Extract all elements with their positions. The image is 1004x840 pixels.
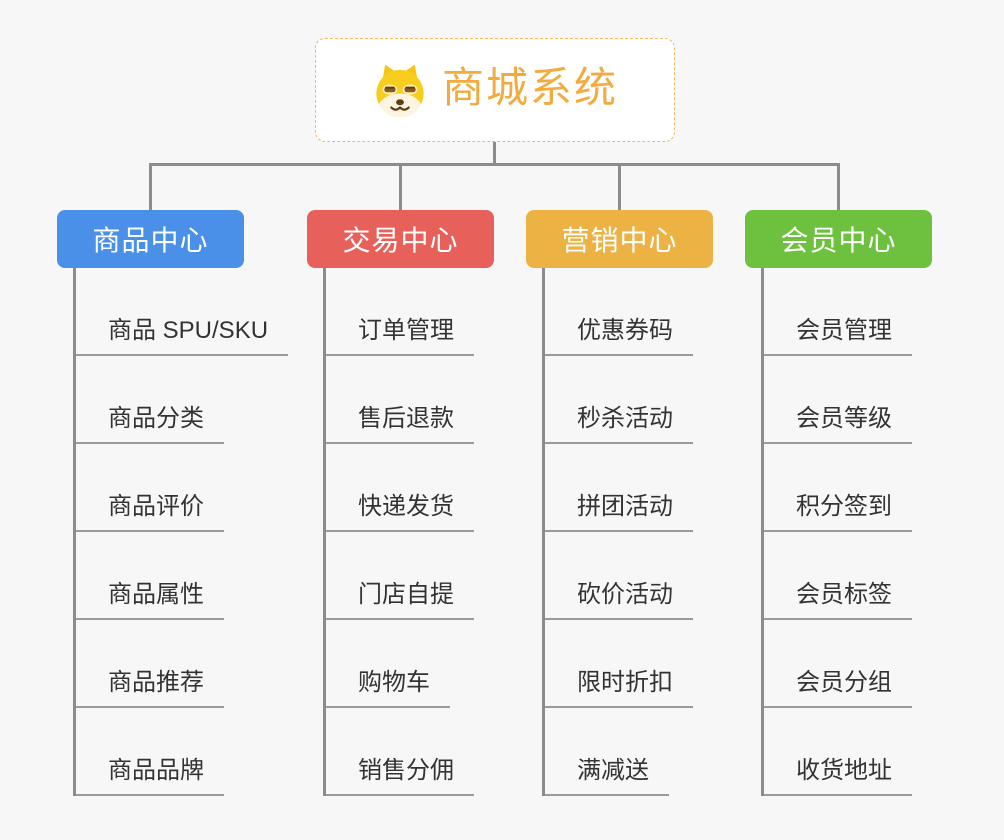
connector-root-stub — [493, 142, 496, 164]
branch-item-label: 售后退款 — [358, 405, 454, 433]
branch-item-label: 销售分佣 — [358, 757, 454, 785]
branch-item-label: 购物车 — [358, 669, 430, 697]
branch-item-label: 会员分组 — [796, 669, 892, 697]
branch-item-label: 收货地址 — [796, 757, 892, 785]
root-node[interactable]: 商城系统 — [315, 38, 675, 142]
branch-item-label: 砍价活动 — [577, 581, 673, 609]
branch-item-label: 优惠券码 — [577, 317, 673, 345]
branch-item[interactable]: 优惠券码 — [545, 268, 693, 356]
branch-column-1: 商品中心 商品 SPU/SKU 商品分类商品评价商品属性商品推荐商品品牌 — [57, 210, 289, 796]
branch-item[interactable]: 购物车 — [326, 620, 450, 708]
dog-face-icon — [376, 64, 424, 118]
branch-item-label: 门店自提 — [358, 581, 454, 609]
branch-item[interactable]: 商品推荐 — [76, 620, 224, 708]
branch-item-label: 商品属性 — [108, 581, 204, 609]
branch-item[interactable]: 限时折扣 — [545, 620, 693, 708]
branch-item-label: 商品品牌 — [108, 757, 204, 785]
branch-item[interactable]: 砍价活动 — [545, 532, 693, 620]
branch-item[interactable]: 会员分组 — [764, 620, 912, 708]
branch-item-label: 秒杀活动 — [577, 405, 673, 433]
branch-node[interactable]: 交易中心 — [307, 210, 494, 268]
branch-item[interactable]: 商品 SPU/SKU — [76, 268, 289, 356]
branch-item-list: 商品 SPU/SKU 商品分类商品评价商品属性商品推荐商品品牌 — [73, 268, 289, 796]
branch-item[interactable]: 满减送 — [545, 708, 669, 796]
branch-item[interactable]: 商品属性 — [76, 532, 224, 620]
branch-item[interactable]: 会员等级 — [764, 356, 912, 444]
branch-item-label: 商品 SPU/SKU — [108, 317, 269, 345]
branch-item-label: 限时折扣 — [577, 669, 673, 697]
branch-item-list: 订单管理售后退款快递发货门店自提购物车销售分佣 — [323, 268, 494, 796]
connector-drop — [399, 164, 402, 210]
branch-item[interactable]: 秒杀活动 — [545, 356, 693, 444]
connector-drop — [618, 164, 621, 210]
branch-item-label: 积分签到 — [796, 493, 892, 521]
branch-item[interactable]: 拼团活动 — [545, 444, 693, 532]
branch-item[interactable]: 会员标签 — [764, 532, 912, 620]
branch-item-label: 会员标签 — [796, 581, 892, 609]
branch-item-list: 优惠券码秒杀活动拼团活动砍价活动限时折扣满减送 — [542, 268, 713, 796]
branch-node[interactable]: 营销中心 — [526, 210, 713, 268]
branch-item[interactable]: 门店自提 — [326, 532, 474, 620]
branch-column-3: 营销中心 优惠券码秒杀活动拼团活动砍价活动限时折扣满减送 — [526, 210, 713, 796]
branch-item-label: 订单管理 — [358, 317, 454, 345]
branch-column-4: 会员中心 会员管理会员等级积分签到会员标签会员分组收货地址 — [745, 210, 932, 796]
branch-item[interactable]: 商品分类 — [76, 356, 224, 444]
branch-column-2: 交易中心 订单管理售后退款快递发货门店自提购物车销售分佣 — [307, 210, 494, 796]
branch-item-list: 会员管理会员等级积分签到会员标签会员分组收货地址 — [761, 268, 932, 796]
branch-item[interactable]: 积分签到 — [764, 444, 912, 532]
branch-item[interactable]: 商品品牌 — [76, 708, 224, 796]
branch-item-label: 商品推荐 — [108, 669, 204, 697]
branch-item[interactable]: 会员管理 — [764, 268, 912, 356]
branch-node[interactable]: 商品中心 — [57, 210, 244, 268]
connector-drop — [837, 164, 840, 210]
branch-item-label: 商品评价 — [108, 493, 204, 521]
branch-item-label: 会员管理 — [796, 317, 892, 345]
branch-item[interactable]: 收货地址 — [764, 708, 912, 796]
connector-drop — [149, 164, 152, 210]
branch-item[interactable]: 订单管理 — [326, 268, 474, 356]
branch-item-label: 满减送 — [577, 757, 649, 785]
branch-item[interactable]: 快递发货 — [326, 444, 474, 532]
branch-item-label: 商品分类 — [108, 405, 204, 433]
branch-item[interactable]: 销售分佣 — [326, 708, 474, 796]
branch-item[interactable]: 商品评价 — [76, 444, 224, 532]
branch-item[interactable]: 售后退款 — [326, 356, 474, 444]
branch-item-label: 会员等级 — [796, 405, 892, 433]
branch-node[interactable]: 会员中心 — [745, 210, 932, 268]
root-title: 商城系统 — [441, 64, 618, 111]
connector-trunk — [149, 163, 840, 166]
branch-item-label: 快递发货 — [358, 493, 454, 521]
branch-item-label: 拼团活动 — [577, 493, 673, 521]
